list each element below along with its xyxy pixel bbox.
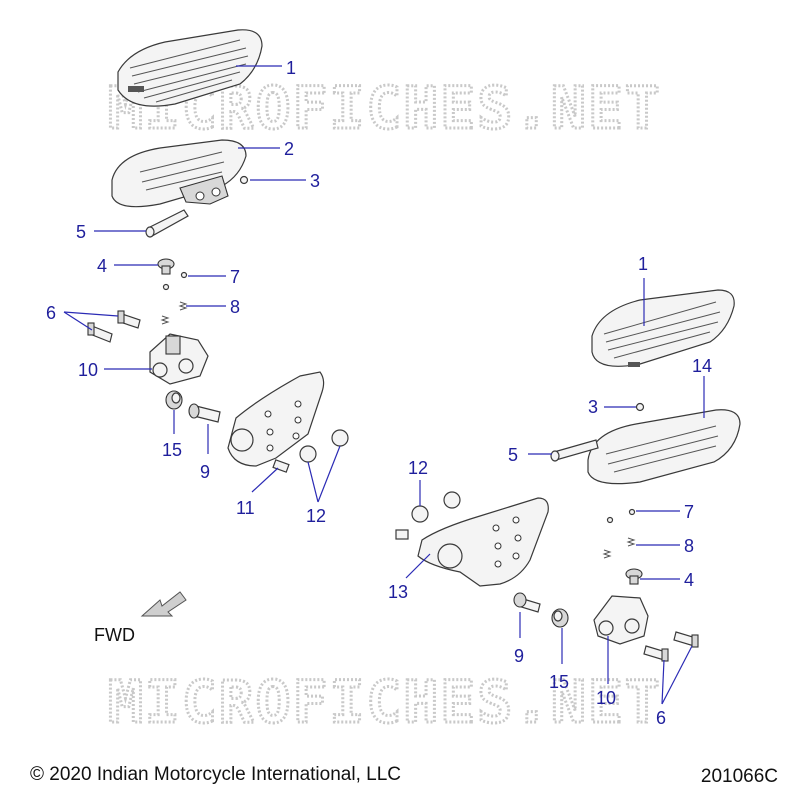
part-3-right-o-ring (635, 402, 645, 412)
part-6-right-bolts (643, 631, 699, 662)
part-1-right-footboard-pad (591, 289, 735, 367)
part-13-right-bracket (417, 497, 549, 587)
callout-5-left: 5 (76, 222, 86, 242)
part-12-left-bushing-a (299, 445, 317, 463)
copyright-notice: © 2020 Indian Motorcycle International, … (30, 764, 401, 785)
leader-lines (63, 65, 705, 705)
part-12-right-bushing-a (411, 505, 429, 523)
callout-1-left: 1 (286, 58, 296, 78)
callout-9-right: 9 (514, 646, 524, 666)
callout-10-left: 10 (78, 360, 98, 380)
part-11-left-pin (272, 459, 290, 473)
callout-5-right: 5 (508, 445, 518, 465)
callout-8-left: 8 (230, 297, 240, 317)
callout-7-left: 7 (230, 267, 240, 287)
part-7-left-ball (180, 271, 188, 279)
part-5-right-pin (550, 439, 599, 462)
callout-13-right: 13 (388, 582, 408, 602)
part-4-right-detent (625, 568, 643, 585)
part-12-left-bushing-b (331, 429, 349, 447)
part-13-right-pin (395, 529, 409, 540)
part-9-left-bolt (188, 403, 221, 423)
callout-6-left: 6 (46, 303, 56, 323)
part-12-right-bushing-b (443, 491, 461, 509)
part-8-right-springs (602, 537, 636, 559)
callout-10-right: 10 (596, 688, 616, 708)
part-4-left-detent (157, 258, 175, 275)
part-1-left-footboard-pad (117, 29, 263, 107)
part-8-left-springs (160, 301, 188, 325)
part-6-left-bolts (87, 310, 141, 343)
part-10-left-clevis (149, 333, 209, 385)
callout-4-left: 4 (97, 256, 107, 276)
callout-15-right: 15 (549, 672, 569, 692)
callout-4-right: 4 (684, 570, 694, 590)
callout-12-left: 12 (306, 506, 326, 526)
diagram-number: 201066C (700, 766, 778, 787)
callout-3-left: 3 (310, 171, 320, 191)
callout-7-right: 7 (684, 502, 694, 522)
watermark-bottom: MICROFICHES.NET (108, 668, 662, 736)
part-9-right-bolt (513, 592, 541, 613)
part-2-left-floorboard (111, 139, 247, 208)
part-15-left-nut (165, 390, 183, 410)
part-5-left-pin (145, 209, 189, 238)
callout-2-left: 2 (284, 139, 294, 159)
part-11-left-bracket (227, 371, 325, 467)
part-15-right-nut (551, 608, 569, 628)
callout-9-left: 9 (200, 462, 210, 482)
fwd-label: FWD (94, 625, 135, 645)
callout-8-right: 8 (684, 536, 694, 556)
callout-6-right: 6 (656, 708, 666, 728)
part-10-right-clevis (593, 595, 649, 645)
callout-11-left: 11 (236, 498, 255, 518)
part-7-right-ball (628, 508, 636, 516)
callout-1-right: 1 (638, 254, 648, 274)
part-14-right-floorboard (587, 409, 741, 485)
callout-12-right: 12 (408, 458, 428, 478)
callout-14-right: 14 (692, 356, 712, 376)
callout-3-right: 3 (588, 397, 598, 417)
forward-arrow-icon (140, 591, 187, 617)
part-3-left-o-ring (239, 175, 249, 185)
part-7-left-ball-b (162, 283, 170, 291)
callout-15-left: 15 (162, 440, 182, 460)
part-7-right-ball-b (606, 516, 614, 524)
